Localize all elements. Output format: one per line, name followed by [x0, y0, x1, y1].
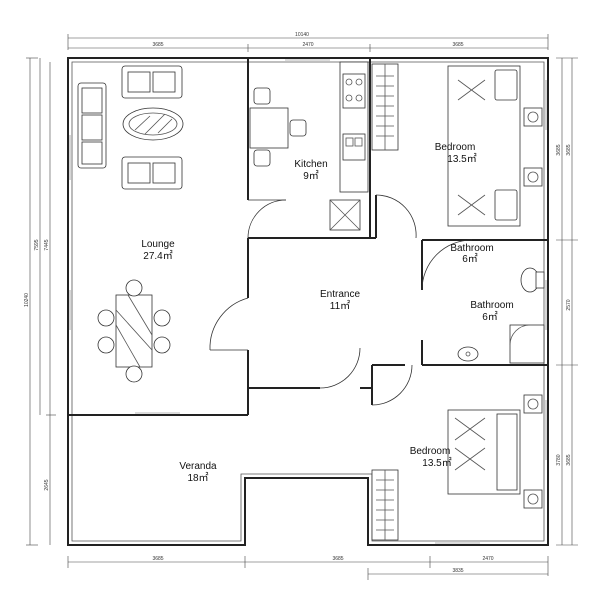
entrance-area: 11㎡	[330, 300, 350, 312]
dim-top-b: 2470	[302, 42, 313, 48]
kitchen-name: Kitchen	[294, 159, 327, 170]
dim-bottom-b: 3685	[332, 556, 343, 562]
wardrobe-top	[371, 63, 399, 151]
dim-right-e: 3685	[566, 144, 572, 155]
lounge-area: 27.4㎡	[143, 250, 172, 262]
bathroom-top-area: 6㎡	[462, 253, 478, 265]
lounge-name: Lounge	[141, 239, 175, 250]
dim-left-c: 2645	[44, 479, 50, 490]
bedroom2-name: Bedroom	[410, 446, 451, 457]
veranda-name: Veranda	[179, 461, 217, 472]
lounge-sofa-top	[121, 65, 183, 99]
bathroom-area: 6㎡	[482, 311, 498, 323]
dim-bottom-a: 3685	[152, 556, 163, 562]
bedroom1-area: 13.5㎡	[447, 153, 476, 165]
dim-right-d: 3780	[556, 454, 562, 465]
wardrobe-bottom	[371, 469, 399, 541]
kitchen-counter	[329, 61, 369, 231]
bed-bottom-right	[447, 394, 543, 509]
dim-top-a: 3685	[152, 42, 163, 48]
dim-right-c: 2570	[566, 299, 572, 310]
doors	[209, 194, 473, 406]
room-labels: Lounge 27.4㎡ Kitchen 9㎡ Bedroom 13.5㎡ Ba…	[141, 142, 513, 484]
dimension-labels: 10140 3685 2470 3685 3685 3685 2470 3835…	[24, 32, 572, 574]
dim-left-b: 7445	[44, 239, 50, 250]
dim-bottom-c: 2470	[482, 556, 493, 562]
dim-top-total: 10140	[295, 32, 309, 38]
bathroom-top-name: Bathroom	[450, 243, 493, 254]
entrance-name: Entrance	[320, 289, 360, 300]
coffee-table	[122, 107, 184, 141]
dining-table	[97, 279, 171, 383]
dim-top-c: 3685	[452, 42, 463, 48]
kitchen-area: 9㎡	[303, 170, 319, 182]
bedroom1-name: Bedroom	[435, 142, 476, 153]
dim-right-a: 3685	[556, 144, 562, 155]
dim-bottom-d: 3835	[452, 568, 463, 574]
dimension-lines	[26, 34, 578, 580]
bathroom-name: Bathroom	[470, 300, 513, 311]
dim-left-total: 10240	[24, 293, 30, 307]
bathroom-fixtures	[457, 267, 545, 364]
lounge-sofa-left	[77, 82, 107, 169]
bedroom2-area: 13.5㎡	[422, 457, 451, 469]
dim-left-a: 7595	[34, 239, 40, 250]
lounge-sofa-bottom	[121, 156, 183, 190]
veranda-area: 18㎡	[187, 472, 208, 484]
dim-right-b: 3685	[566, 454, 572, 465]
kitchen-chairs	[249, 87, 307, 167]
bed-top-right	[447, 65, 543, 227]
windows	[69, 59, 547, 544]
